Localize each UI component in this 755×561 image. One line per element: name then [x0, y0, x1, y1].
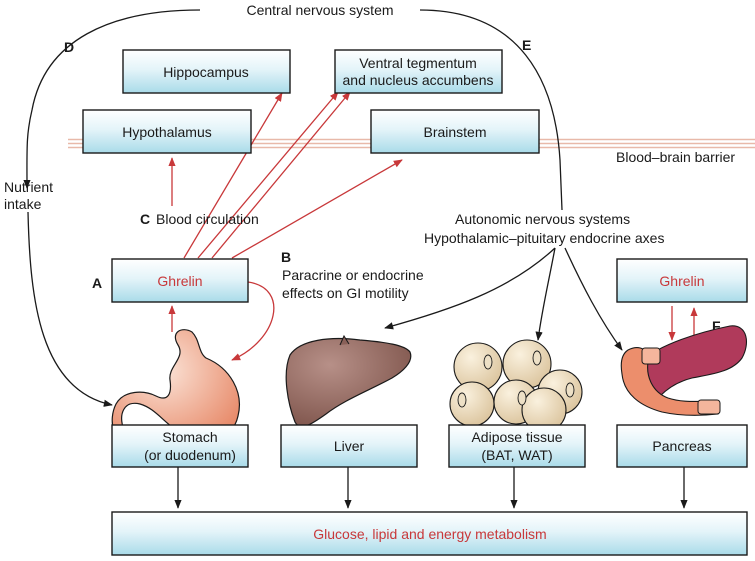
bbb-label: Blood–brain barrier — [616, 149, 735, 165]
stomach-icon — [111, 329, 240, 447]
svg-text:(or duodenum): (or duodenum) — [144, 447, 236, 463]
autonomic-label-1: Autonomic nervous systems — [455, 211, 630, 227]
liver-box: Liver — [280, 424, 418, 468]
paracrine-label-2: effects on GI motility — [282, 285, 409, 301]
svg-text:Glucose, lipid and energy meta: Glucose, lipid and energy metabolism — [313, 526, 546, 542]
brainstem-box: Brainstem — [370, 109, 540, 154]
svg-text:Brainstem: Brainstem — [423, 124, 486, 140]
letter-d: D — [64, 39, 74, 55]
svg-text:Adipose tissue: Adipose tissue — [471, 429, 562, 445]
cns-label: Central nervous system — [246, 2, 393, 18]
liver-icon — [285, 334, 412, 428]
arrow-ghrelin-brainstem — [231, 159, 403, 259]
arrow-ghrelin-paracrine — [231, 281, 275, 361]
nutrient-intake-arrow — [27, 211, 113, 407]
arrow-ghrelin-hippocampus — [183, 92, 283, 259]
svg-text:Pancreas: Pancreas — [652, 438, 711, 454]
pancreas-box: Pancreas — [616, 424, 748, 468]
nutrient-label-1: Nutrient — [4, 179, 53, 195]
arrow-ghrelin-vta-1 — [197, 91, 339, 259]
adipose-box: Adipose tissue (BAT, WAT) — [448, 424, 586, 468]
svg-text:Ghrelin: Ghrelin — [157, 273, 202, 289]
svg-text:Hypothalamus: Hypothalamus — [122, 124, 212, 140]
cns-arc — [23, 9, 201, 189]
ghrelin-box-f: Ghrelin — [616, 258, 748, 303]
svg-text:Ventral tegmentum: Ventral tegmentum — [359, 55, 477, 71]
metabolism-box: Glucose, lipid and energy metabolism — [111, 511, 748, 556]
svg-text:Stomach: Stomach — [162, 429, 217, 445]
cns-arc-right — [419, 9, 563, 211]
svg-text:Liver: Liver — [334, 438, 365, 454]
pancreas-icon — [620, 325, 748, 416]
blood-circulation-label: Blood circulation — [156, 211, 259, 227]
svg-text:Ghrelin: Ghrelin — [659, 273, 704, 289]
hippocampus-box: Hippocampus — [122, 49, 291, 94]
letter-f: F — [712, 318, 721, 334]
autonomic-label-2: Hypothalamic–pituitary endocrine axes — [424, 230, 664, 246]
stomach-box: Stomach (or duodenum) — [111, 424, 249, 468]
letter-c: C — [140, 211, 150, 227]
autonomic-arrow-adipose — [535, 247, 556, 341]
autonomic-arrow-pancreas — [564, 247, 623, 351]
letter-b: B — [281, 249, 291, 265]
vta-box: Ventral tegmentum and nucleus accumbens — [334, 49, 503, 94]
svg-text:and nucleus accumbens: and nucleus accumbens — [343, 72, 494, 88]
autonomic-arrow-liver — [384, 247, 556, 330]
letter-a: A — [92, 275, 102, 291]
nutrient-label-2: intake — [4, 196, 42, 212]
hypothalamus-box: Hypothalamus — [82, 109, 252, 154]
svg-text:Hippocampus: Hippocampus — [163, 64, 249, 80]
svg-text:(BAT, WAT): (BAT, WAT) — [481, 447, 552, 463]
letter-e: E — [522, 37, 531, 53]
ghrelin-box-a: Ghrelin — [111, 258, 249, 303]
arrow-ghrelin-vta-2 — [211, 91, 351, 259]
adipose-cells-icon — [449, 339, 583, 433]
paracrine-label-1: Paracrine or endocrine — [282, 267, 424, 283]
